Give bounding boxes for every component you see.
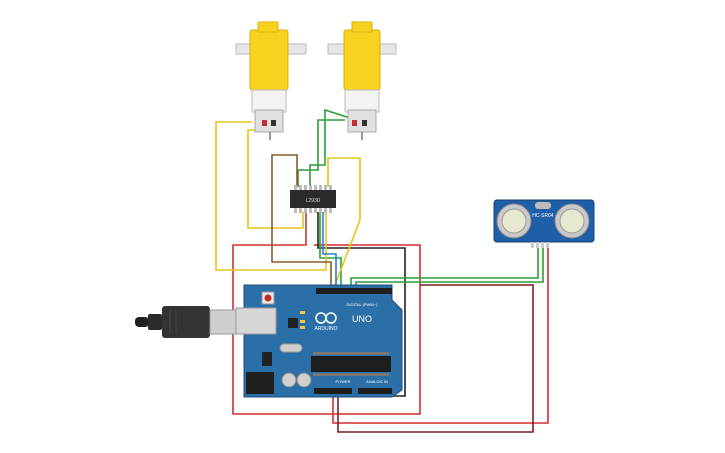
arduino-analog-label: ANALOG IN bbox=[366, 379, 388, 384]
motor-right-terminal-2 bbox=[362, 120, 367, 126]
arduino-regulator bbox=[262, 352, 272, 366]
usb-metal-shell bbox=[209, 309, 237, 335]
ultrasonic-sensor-icon[interactable]: HC-SR04 bbox=[493, 199, 595, 248]
motor-right-body bbox=[344, 89, 380, 113]
arduino-usb-chip bbox=[288, 318, 298, 328]
arduino-atmega-chip bbox=[311, 356, 391, 372]
arduino-led-l bbox=[300, 311, 305, 314]
wire-green-driver bbox=[319, 212, 342, 290]
motor-right-terminal-1 bbox=[352, 120, 357, 126]
motor-right-top-cap bbox=[351, 21, 373, 33]
driver-pins-top bbox=[294, 185, 332, 190]
arduino-brand: ARDUINO bbox=[314, 326, 337, 332]
arduino-crystal bbox=[279, 343, 303, 353]
motor-left-body bbox=[251, 89, 287, 113]
arduino-power-jack bbox=[246, 372, 274, 394]
wire-red-power-loop bbox=[232, 187, 421, 415]
driver-body bbox=[290, 190, 336, 208]
motor-left-top-cap bbox=[257, 21, 279, 33]
wire-brown bbox=[271, 154, 332, 290]
arduino-analog-header bbox=[358, 388, 392, 394]
wire-green-sensor-trig bbox=[350, 248, 539, 290]
wire-yellow-driver-loop bbox=[327, 157, 361, 286]
motor-right-gearbox bbox=[343, 29, 381, 91]
arduino-capacitor-2 bbox=[296, 372, 312, 388]
motor-left[interactable] bbox=[235, 21, 307, 140]
usb-plug-icon[interactable] bbox=[135, 306, 237, 338]
wire-red-sensor-vcc bbox=[332, 248, 549, 424]
driver-label: L293D bbox=[306, 198, 321, 204]
wire-blue bbox=[322, 212, 337, 290]
usb-cable-tip bbox=[135, 317, 149, 327]
usb-connector-body bbox=[162, 306, 210, 338]
wire-yellow-left-motor bbox=[215, 121, 327, 271]
arduino-power-header bbox=[314, 388, 352, 394]
wire-motor2-lead bbox=[309, 108, 351, 187]
wire-yellow-left bbox=[247, 129, 304, 229]
driver-pins-bottom bbox=[294, 208, 332, 213]
atmega-socket-pins bbox=[313, 352, 389, 376]
motor-left-gearbox bbox=[249, 29, 289, 91]
arduino-led-tx bbox=[300, 320, 305, 323]
sensor-pins bbox=[531, 242, 549, 248]
arduino-digital-header bbox=[316, 288, 392, 294]
arduino-capacitor-1 bbox=[281, 372, 297, 388]
usb-strain-relief bbox=[148, 314, 162, 330]
arduino-model: UNO bbox=[352, 314, 372, 324]
wire-green-sensor-echo bbox=[355, 248, 544, 290]
wire-green-motor bbox=[297, 119, 345, 187]
ic-chip-icon[interactable]: L293D bbox=[290, 185, 336, 213]
arduino-power-label: POWER bbox=[335, 379, 350, 384]
arduino-digital-label: DIGITAL (PWM~) bbox=[347, 302, 379, 307]
wire-darkred-sensor-gnd bbox=[337, 284, 534, 433]
motor-left-terminal-1 bbox=[262, 120, 267, 126]
arduino-logo-icon bbox=[315, 312, 337, 324]
motor-left-terminal-2 bbox=[271, 120, 276, 126]
sensor-label: HC-SR04 bbox=[532, 213, 554, 219]
reset-button-cap bbox=[264, 294, 272, 302]
motor-right[interactable] bbox=[327, 21, 397, 140]
sensor-mesh-left bbox=[501, 208, 527, 234]
arduino-uno-board[interactable]: DIGITAL (PWM~) POWER ANALOG IN ARDUINO U… bbox=[235, 284, 403, 398]
sensor-mesh-right bbox=[559, 208, 585, 234]
sensor-crystal bbox=[535, 202, 551, 209]
motor-left-can bbox=[254, 109, 284, 133]
arduino-usb-socket bbox=[235, 307, 277, 335]
arduino-led-rx bbox=[300, 326, 305, 329]
